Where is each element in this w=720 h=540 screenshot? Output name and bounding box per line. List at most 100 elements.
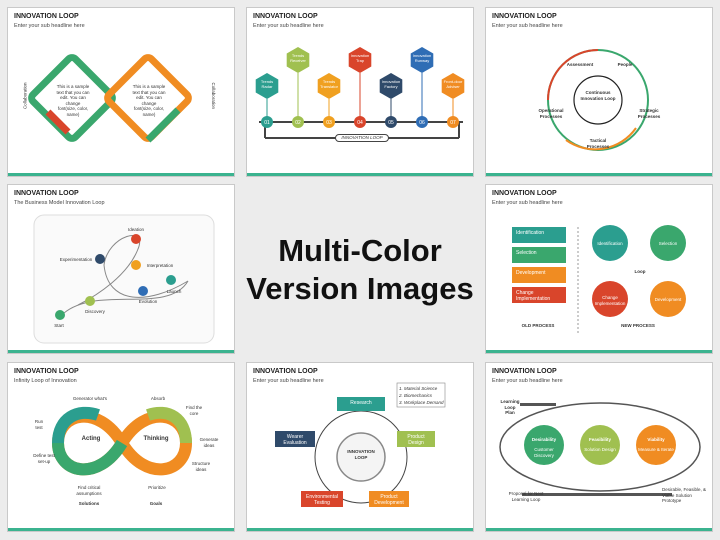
timeline-number: 06	[419, 120, 425, 126]
point-label: Experimentation	[59, 257, 93, 262]
center-title: Multi-Color Version Images	[242, 232, 478, 308]
slide-title: INNOVATION LOOP	[14, 13, 79, 20]
right-side-label: Collaboration	[211, 82, 217, 110]
point-label: Launch	[166, 289, 182, 294]
new-process-step: Development	[654, 297, 682, 302]
timeline-node	[447, 116, 459, 128]
left-side-label: Collaboration	[22, 82, 28, 110]
slide-subtitle: Enter your sub headline here	[253, 23, 324, 29]
timeline-node	[323, 116, 335, 128]
slide-1-thumbnail[interactable]: INNOVATION LOOP Enter your sub headline …	[7, 7, 235, 177]
slide-3-thumbnail[interactable]: INNOVATION LOOP Enter your sub headline …	[485, 7, 713, 177]
timeline-hexagon-label: Trends Radar	[260, 79, 274, 89]
old-process-label: OLD PROCESS	[521, 323, 555, 328]
cycle-graphic	[547, 49, 649, 151]
new-process-step: Identification	[597, 241, 623, 246]
research-box: Environmental Testing	[301, 491, 343, 507]
slide-4-thumbnail[interactable]: INNOVATION LOOP The Business Model Innov…	[7, 184, 235, 354]
slide-8-thumbnail[interactable]: INNOVATION LOOP Enter your sub headline …	[485, 362, 713, 532]
slide-subtitle: Enter your sub headline here	[492, 23, 563, 29]
new-process-graphic	[577, 225, 686, 333]
point-label: Ideation	[127, 227, 144, 232]
left-sample-text: This is a sample text that you can edit.…	[56, 84, 90, 117]
slide-6-thumbnail[interactable]: INNOVATION LOOP Infinity Loop of Innovat…	[7, 362, 235, 532]
old-process-step: Identification	[512, 227, 566, 243]
timeline-hexagon-label: Front-door Adviser	[443, 79, 463, 89]
loop-label: Generator what's	[72, 396, 108, 401]
point-label: Interpretation	[146, 263, 174, 268]
timeline-number: 02	[295, 120, 301, 126]
slide-title: INNOVATION LOOP	[492, 13, 557, 20]
point-label: Evolution	[138, 299, 158, 304]
loop-label: Generate ideas	[199, 437, 219, 448]
loop-label: Find the core	[185, 405, 203, 416]
new-process-label: NEW PROCESS	[621, 323, 655, 328]
timeline-number: 03	[326, 120, 332, 126]
research-cycle-graphic	[314, 382, 446, 504]
loop-label: Absorb	[150, 396, 166, 401]
slide-2-thumbnail[interactable]: INNOVATION LOOP Enter your sub headline …	[246, 7, 474, 177]
slide-subtitle: Enter your sub headline here	[492, 378, 563, 384]
bottom-left-label: Proposal for Next Learning Loop	[508, 491, 544, 502]
old-process-step: Change Implementation	[512, 287, 566, 303]
timeline-node	[416, 116, 428, 128]
slide-subtitle: Enter your sub headline here	[14, 23, 85, 29]
timeline-node	[261, 116, 273, 128]
center-title-line-2: Version Images	[246, 271, 474, 306]
bottom-right-label: Goals	[149, 501, 163, 506]
old-process-step: Selection	[512, 247, 566, 263]
timeline-hexagon	[255, 73, 279, 99]
timeline-hexagon	[379, 73, 403, 99]
bottom-left-label: Solutions	[78, 501, 100, 506]
timeline-number: 01	[264, 120, 270, 126]
learning-loop-graphic	[499, 402, 701, 496]
timeline-node	[385, 116, 397, 128]
research-list-item: 3. Workplace Demand	[399, 400, 444, 405]
loop-right-label: Thinking	[143, 436, 169, 442]
cycle-item: Tactical Processes	[586, 138, 610, 149]
timeline-hexagon	[441, 73, 465, 99]
cycle-item: Strategic Processes	[637, 108, 661, 119]
slide-title: INNOVATION LOOP	[253, 368, 318, 375]
business-model-loop-graphic	[33, 214, 215, 344]
loop-label: Prioritize	[148, 485, 166, 490]
research-list-item: 1. Material Science	[399, 386, 438, 391]
slide-subtitle: Enter your sub headline here	[492, 200, 563, 206]
loop-label: Find critical assumptions	[76, 485, 102, 496]
research-box: Product Design	[397, 431, 435, 447]
circle-sub: Customer Discovery	[534, 447, 554, 458]
timeline-footer-label: INNOVATION LOOP	[335, 134, 389, 142]
timeline-hexagon-label: Trends Translator	[320, 79, 338, 89]
timeline-node	[354, 116, 366, 128]
center-title-line-1: Multi-Color	[278, 233, 442, 268]
slide-5-thumbnail[interactable]: INNOVATION LOOP Enter your sub headline …	[485, 184, 713, 354]
point-label: Discovery	[85, 309, 105, 314]
slide-title: INNOVATION LOOP	[14, 368, 79, 375]
circle-sub: Solution Design	[584, 447, 616, 452]
research-box: Research	[337, 397, 385, 411]
circle-title: Viability	[647, 437, 665, 442]
research-list-item: 2. Biomechanics	[399, 393, 433, 398]
slide-subtitle: The Business Model Innovation Loop	[14, 200, 105, 206]
timeline-hexagon	[410, 47, 434, 73]
timeline-hexagon-label: Innovation Runway	[412, 53, 432, 63]
slide-title: INNOVATION LOOP	[253, 13, 318, 20]
cycle-item: Operational Processes	[538, 108, 564, 119]
loop-label: Loop	[634, 269, 646, 274]
loop-label: Run test	[34, 419, 44, 430]
research-box: Product Development	[369, 491, 409, 507]
circle-title: Desirability	[531, 437, 557, 442]
slide-title: INNOVATION LOOP	[492, 368, 557, 375]
research-box: Wearer Evaluation	[275, 431, 315, 447]
cycle-item: People	[617, 62, 633, 67]
timeline-hexagon	[317, 73, 341, 99]
loop-label: Structure ideas	[191, 461, 211, 472]
slide-title: INNOVATION LOOP	[492, 190, 557, 197]
infinity-band-graphic	[28, 54, 192, 143]
old-process-step: Development	[512, 267, 566, 283]
slide-7-thumbnail[interactable]: INNOVATION LOOP Enter your sub headline …	[246, 362, 474, 532]
loop-label: Define test set-up	[33, 453, 55, 464]
timeline-number: 05	[388, 120, 394, 126]
point-label: Start	[54, 323, 64, 328]
